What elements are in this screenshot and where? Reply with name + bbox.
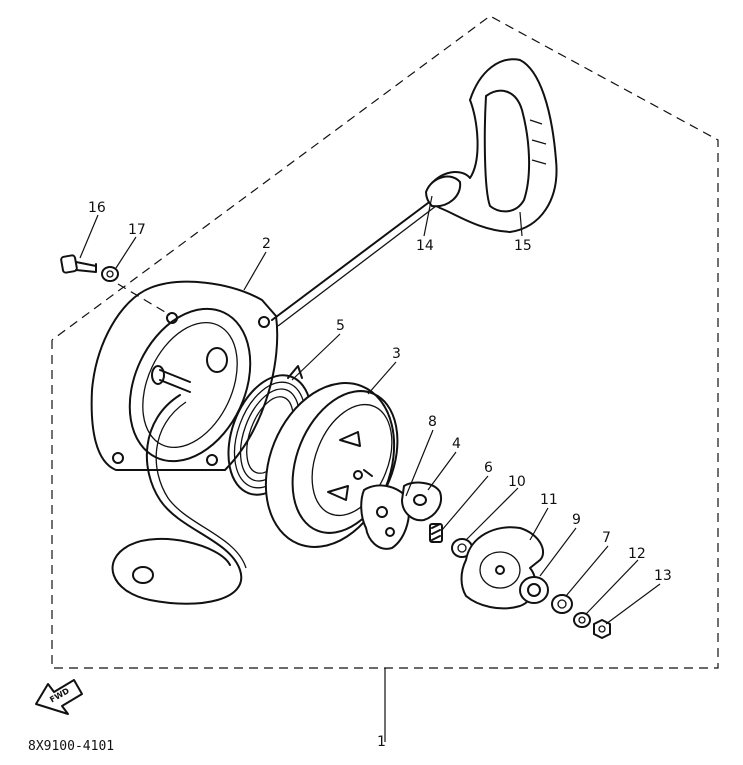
- friction-plate-spring-guide[interactable]: [401, 481, 442, 522]
- fwd-arrow-icon: FWD: [35, 679, 83, 715]
- part-number-17: 17: [128, 222, 146, 238]
- part-number-11: 11: [540, 492, 558, 508]
- part-number-14: 14: [416, 238, 434, 254]
- part-number-8: 8: [428, 414, 437, 430]
- spring-washer[interactable]: [551, 594, 573, 614]
- starter-rope[interactable]: [111, 199, 437, 605]
- part-number-9: 9: [572, 512, 581, 528]
- drawing-code: 8X9100-4101: [28, 739, 114, 754]
- washer[interactable]: [101, 266, 119, 282]
- starter-handle[interactable]: [425, 58, 558, 233]
- part-number-4: 4: [452, 436, 461, 452]
- assembly-boundary: [51, 15, 719, 742]
- part-number-7: 7: [602, 530, 611, 546]
- part-number-3: 3: [392, 346, 401, 362]
- part-number-5: 5: [336, 318, 345, 334]
- leader-lines: [79, 195, 661, 625]
- return-spring[interactable]: [429, 523, 443, 543]
- part-number-12: 12: [628, 546, 646, 562]
- plain-washer[interactable]: [519, 576, 549, 604]
- nut[interactable]: [593, 619, 611, 639]
- part-number-2: 2: [262, 236, 271, 252]
- part-number-15: 15: [514, 238, 532, 254]
- part-labels: 1 2 3 4 5 6 7 8 9 10 11 12 13 14 15 16 1…: [88, 200, 672, 750]
- lock-washer[interactable]: [573, 612, 591, 628]
- part-number-1: 1: [377, 734, 386, 750]
- part-number-10: 10: [508, 474, 526, 490]
- part-number-13: 13: [654, 568, 672, 584]
- bolt[interactable]: [60, 254, 97, 274]
- starter-case[interactable]: [90, 280, 279, 481]
- part-number-16: 16: [88, 200, 106, 216]
- pawl[interactable]: [360, 484, 410, 550]
- part-number-6: 6: [484, 460, 493, 476]
